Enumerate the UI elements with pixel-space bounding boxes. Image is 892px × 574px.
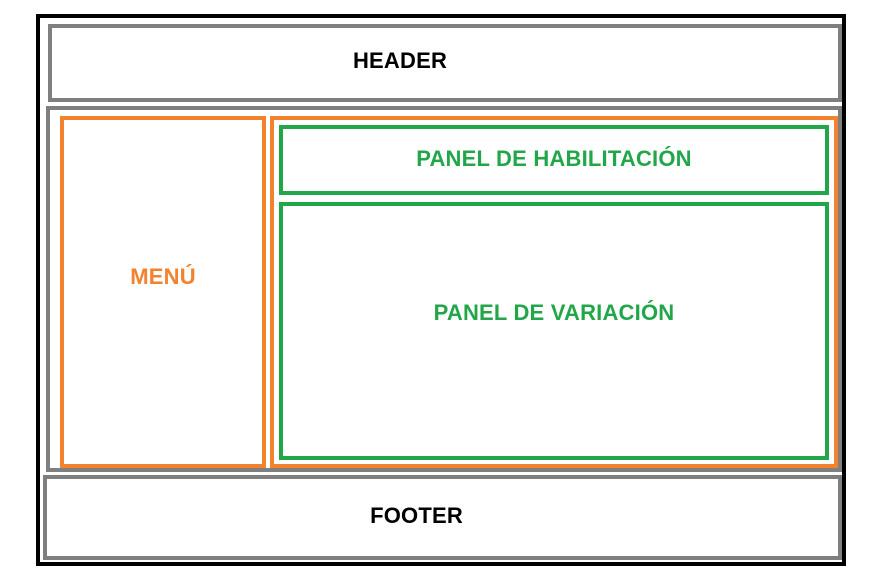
variation-panel-region: PANEL DE VARIACIÓN [279,202,829,460]
content-region: PANEL DE HABILITACIÓN PANEL DE VARIACIÓN [270,116,838,468]
enable-panel-label: PANEL DE HABILITACIÓN [416,146,692,171]
menu-region: MENÚ [60,116,266,468]
enable-panel-region: PANEL DE HABILITACIÓN [279,125,829,195]
menu-label: MENÚ [130,264,196,289]
body-region: MENÚ PANEL DE HABILITACIÓN PANEL DE VARI… [46,106,842,472]
footer-region: FOOTER [43,475,842,560]
header-label: HEADER [352,48,448,73]
variation-panel-label: PANEL DE VARIACIÓN [433,300,675,325]
layout-diagram-frame: HEADER MENÚ PANEL DE HABILITACIÓN PANEL … [36,14,846,566]
footer-label: FOOTER [370,502,463,528]
header-region: HEADER [48,24,842,102]
